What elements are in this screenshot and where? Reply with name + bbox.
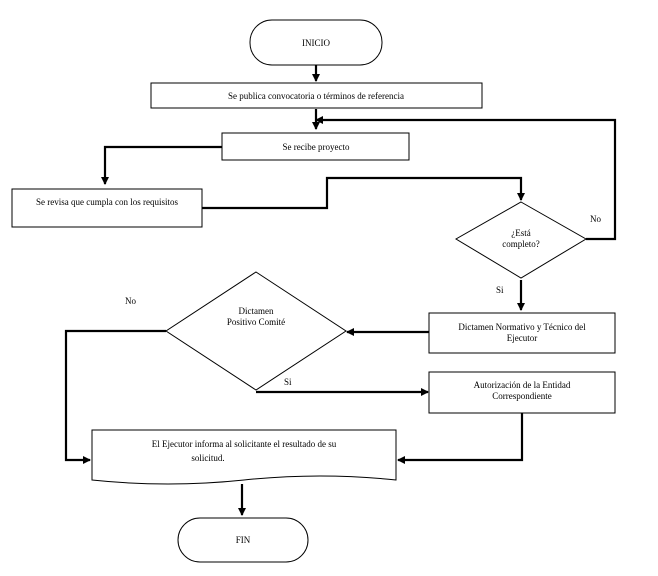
start-terminal-shape xyxy=(249,19,383,66)
technical-ruling-process: Dictamen Normativo y Técnico del Ejecuto… xyxy=(428,312,616,354)
committee-yes-label: Si xyxy=(284,377,292,387)
receive-project-shape xyxy=(221,132,410,161)
authorization-label-line1: Autorización de la Entidad xyxy=(474,380,571,390)
complete-no-label: No xyxy=(590,214,601,224)
publish-call-label: Se publica convocatoria o términos de re… xyxy=(228,91,404,101)
technical-ruling-label-line2: Ejecutor xyxy=(507,333,538,343)
receive-project-label: Se recibe proyecto xyxy=(283,142,350,152)
edge-comite-no xyxy=(64,329,166,464)
publish-call-shape xyxy=(150,82,483,109)
end-terminal-label: FIN xyxy=(236,535,251,545)
complete-decision-label-line1: ¿Está xyxy=(511,228,531,238)
complete-yes-label: Si xyxy=(496,285,504,295)
inform-applicant-label-line2: solicitud. xyxy=(191,453,224,463)
review-requirements-process: Se revisa que cumpla con los requisitos xyxy=(11,188,203,228)
start-terminal: INICIO xyxy=(249,19,383,66)
edges xyxy=(64,65,617,516)
publish-call-process: Se publica convocatoria o términos de re… xyxy=(150,82,483,109)
committee-decision: Dictamen Positivo Comité xyxy=(165,271,347,391)
complete-decision: ¿Está completo? xyxy=(455,201,587,279)
committee-decision-shape xyxy=(165,271,347,391)
inform-applicant-label-line1: El Ejecutor informa al solicitante el re… xyxy=(152,439,337,449)
technical-ruling-label-line1: Dictamen Normativo y Técnico del xyxy=(458,322,586,332)
edge-completo-no xyxy=(315,116,617,241)
receive-project-process: Se recibe proyecto xyxy=(221,132,410,161)
start-terminal-label: INICIO xyxy=(302,38,330,48)
authorization-shape xyxy=(428,371,616,414)
complete-decision-shape xyxy=(455,201,587,279)
review-requirements-shape xyxy=(11,188,203,228)
committee-no-label: No xyxy=(125,296,136,306)
end-terminal: FIN xyxy=(177,517,309,563)
complete-decision-label-line2: completo? xyxy=(502,239,540,249)
inform-applicant-shape xyxy=(91,429,397,485)
edge-recibe-revisa xyxy=(101,145,222,185)
edge-autorizacion-informa xyxy=(397,413,524,464)
inform-applicant-document: El Ejecutor informa al solicitante el re… xyxy=(91,429,397,485)
committee-decision-label-line1: Dictamen xyxy=(239,306,274,316)
authorization-process: Autorización de la Entidad Correspondien… xyxy=(428,371,616,414)
committee-decision-label-line2: Positivo Comité xyxy=(227,317,285,327)
end-terminal-shape xyxy=(177,517,309,563)
edge-revisa-completo xyxy=(202,176,525,210)
authorization-label-line2: Correspondiente xyxy=(492,391,551,401)
review-requirements-label: Se revisa que cumpla con los requisitos xyxy=(36,197,178,207)
technical-ruling-shape xyxy=(428,312,616,354)
